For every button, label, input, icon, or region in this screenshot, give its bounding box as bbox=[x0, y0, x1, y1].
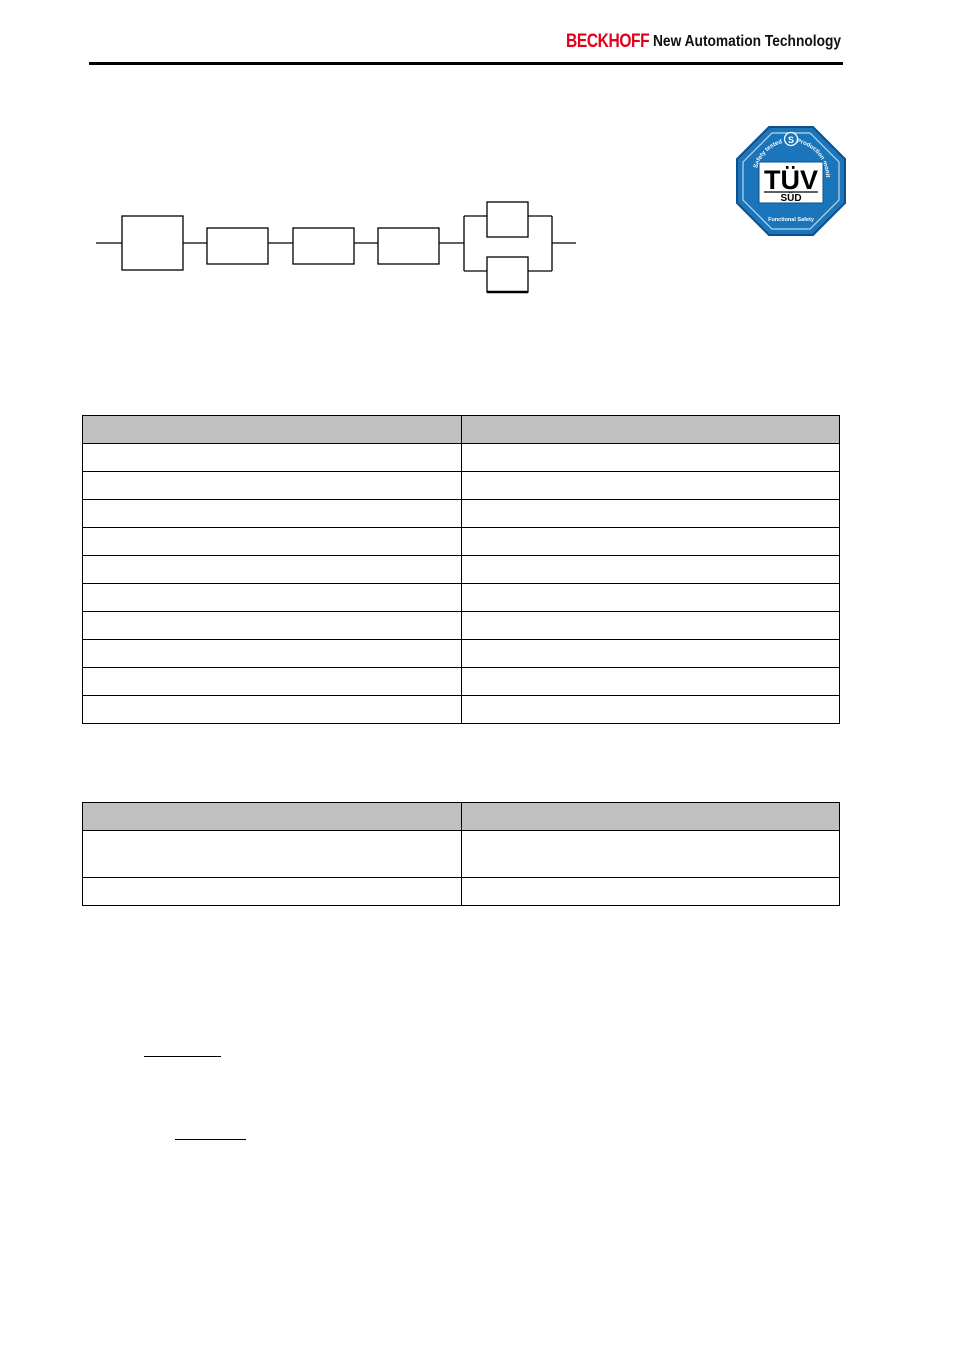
badge-sub-text: SÜD bbox=[780, 191, 801, 204]
brand-tagline: New Automation Technology bbox=[653, 33, 842, 50]
block-diagram bbox=[96, 201, 576, 294]
table-row bbox=[82, 471, 840, 500]
badge-main-text: TÜV bbox=[764, 165, 818, 195]
table-row bbox=[82, 877, 840, 906]
tuv-sud-badge: S Safety tested Production monitored TÜV… bbox=[734, 125, 846, 236]
diagram-block-1 bbox=[121, 215, 184, 271]
table-row bbox=[82, 639, 840, 668]
table-row bbox=[82, 583, 840, 612]
table-row bbox=[82, 667, 840, 696]
table-2-header bbox=[82, 802, 840, 831]
table-2 bbox=[82, 802, 840, 906]
table-row bbox=[82, 499, 840, 528]
diagram-block-5b bbox=[486, 256, 529, 293]
brand-logo: BECKHOFF bbox=[566, 31, 650, 52]
badge-s-icon: S bbox=[788, 135, 794, 145]
formula-fraction-bar-1 bbox=[144, 1056, 221, 1057]
formula-fraction-bar-2 bbox=[175, 1139, 246, 1140]
table-row bbox=[82, 611, 840, 640]
table-row bbox=[82, 555, 840, 584]
diagram-block-4 bbox=[377, 227, 440, 265]
table-1-header bbox=[82, 415, 840, 444]
diagram-block-3 bbox=[292, 227, 355, 265]
diagram-block-2 bbox=[206, 227, 269, 265]
header-rule bbox=[89, 62, 843, 65]
badge-bottom-text: Functional Safety bbox=[768, 217, 815, 223]
diagram-block-5a bbox=[486, 201, 529, 238]
table-row bbox=[82, 527, 840, 556]
table-row bbox=[82, 443, 840, 472]
table-1 bbox=[82, 415, 840, 724]
table-row bbox=[82, 695, 840, 724]
table-row bbox=[82, 830, 840, 878]
